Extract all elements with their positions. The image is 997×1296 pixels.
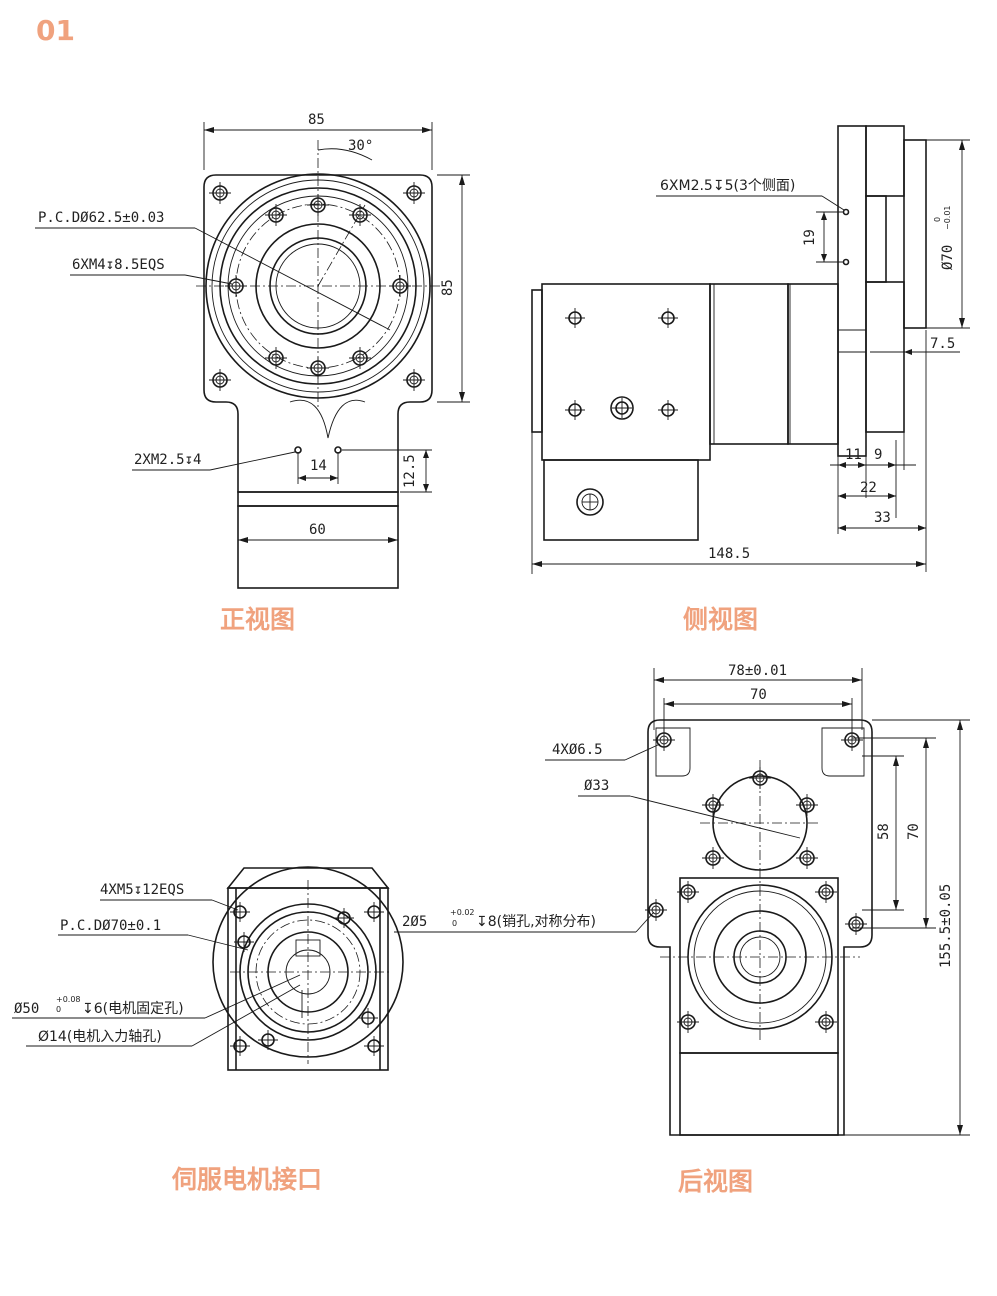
servo-fix-tol-upper: +0.08 — [56, 995, 81, 1004]
side-diameter: Ø70 — [940, 245, 956, 270]
side-holes: 6XM2.5↧5(3个侧面) — [660, 178, 795, 194]
page-number: 01 — [36, 14, 75, 47]
side-d11: 11 — [845, 447, 862, 463]
side-view: 6XM2.5↧5(3个侧面) 19 Ø70 0 −0.01 7.5 11 9 — [531, 125, 970, 634]
rear-holes: 4XØ6.5 — [552, 742, 603, 758]
rear-caption: 后视图 — [678, 1167, 753, 1196]
front-hole-spacing: 14 — [310, 458, 327, 474]
rear-view: 78±0.01 70 4XØ6.5 Ø33 58 70 155.5±0.05 — [545, 663, 970, 1196]
front-width-85: 85 — [308, 112, 325, 128]
front-thread-holes: 6XM4↧8.5EQS — [72, 257, 165, 273]
side-spacing: 19 — [802, 229, 818, 246]
servo-pin-main: 2Ø5 — [402, 914, 427, 930]
front-view: 85 30° 85 P.C.DØ62.5±0.03 6XM4↧8.5EQS 2X… — [35, 112, 470, 634]
side-d22: 22 — [860, 480, 877, 496]
front-offset: 12.5 — [402, 454, 418, 488]
servo-fix-depth: ↧6(电机固定孔) — [82, 1001, 184, 1017]
servo-fix-hole: Ø50 — [14, 1001, 39, 1017]
rear-height: 155.5±0.05 — [938, 884, 954, 968]
side-caption: 侧视图 — [683, 605, 758, 634]
side-d9: 9 — [874, 447, 882, 463]
side-tol-lower: −0.01 — [943, 205, 952, 230]
front-pcd: P.C.DØ62.5±0.03 — [38, 210, 164, 226]
rear-bore: Ø33 — [584, 778, 609, 794]
servo-caption: 伺服电机接口 — [171, 1165, 322, 1194]
side-length: 148.5 — [708, 546, 750, 562]
rear-top-outer: 78±0.01 — [728, 663, 787, 679]
servo-shaft-hole: Ø14(电机入力轴孔) — [38, 1029, 162, 1045]
front-angle: 30° — [348, 138, 373, 154]
servo-fix-tol-lower: 0 — [56, 1005, 61, 1014]
servo-view: 4XM5↧12EQS P.C.DØ70±0.1 Ø50 +0.08 0 ↧6(电… — [12, 866, 655, 1194]
rear-top-inner: 70 — [750, 687, 767, 703]
front-base-width: 60 — [309, 522, 326, 538]
side-tol-upper: 0 — [933, 217, 942, 222]
rear-d70: 70 — [906, 823, 922, 840]
servo-mount-holes: 4XM5↧12EQS — [100, 882, 184, 898]
servo-pin-tol-lower: 0 — [452, 919, 457, 928]
front-height-85: 85 — [440, 279, 456, 296]
side-d75: 7.5 — [930, 336, 955, 352]
servo-pin-tol-upper: +0.02 — [450, 908, 475, 917]
front-small-holes: 2XM2.5↧4 — [134, 452, 201, 468]
servo-pin-depth: ↧8(销孔,对称分布) — [476, 914, 596, 930]
front-caption: 正视图 — [220, 605, 295, 634]
servo-pcd: P.C.DØ70±0.1 — [60, 918, 161, 934]
rear-d58: 58 — [876, 823, 892, 840]
side-d33: 33 — [874, 510, 891, 526]
